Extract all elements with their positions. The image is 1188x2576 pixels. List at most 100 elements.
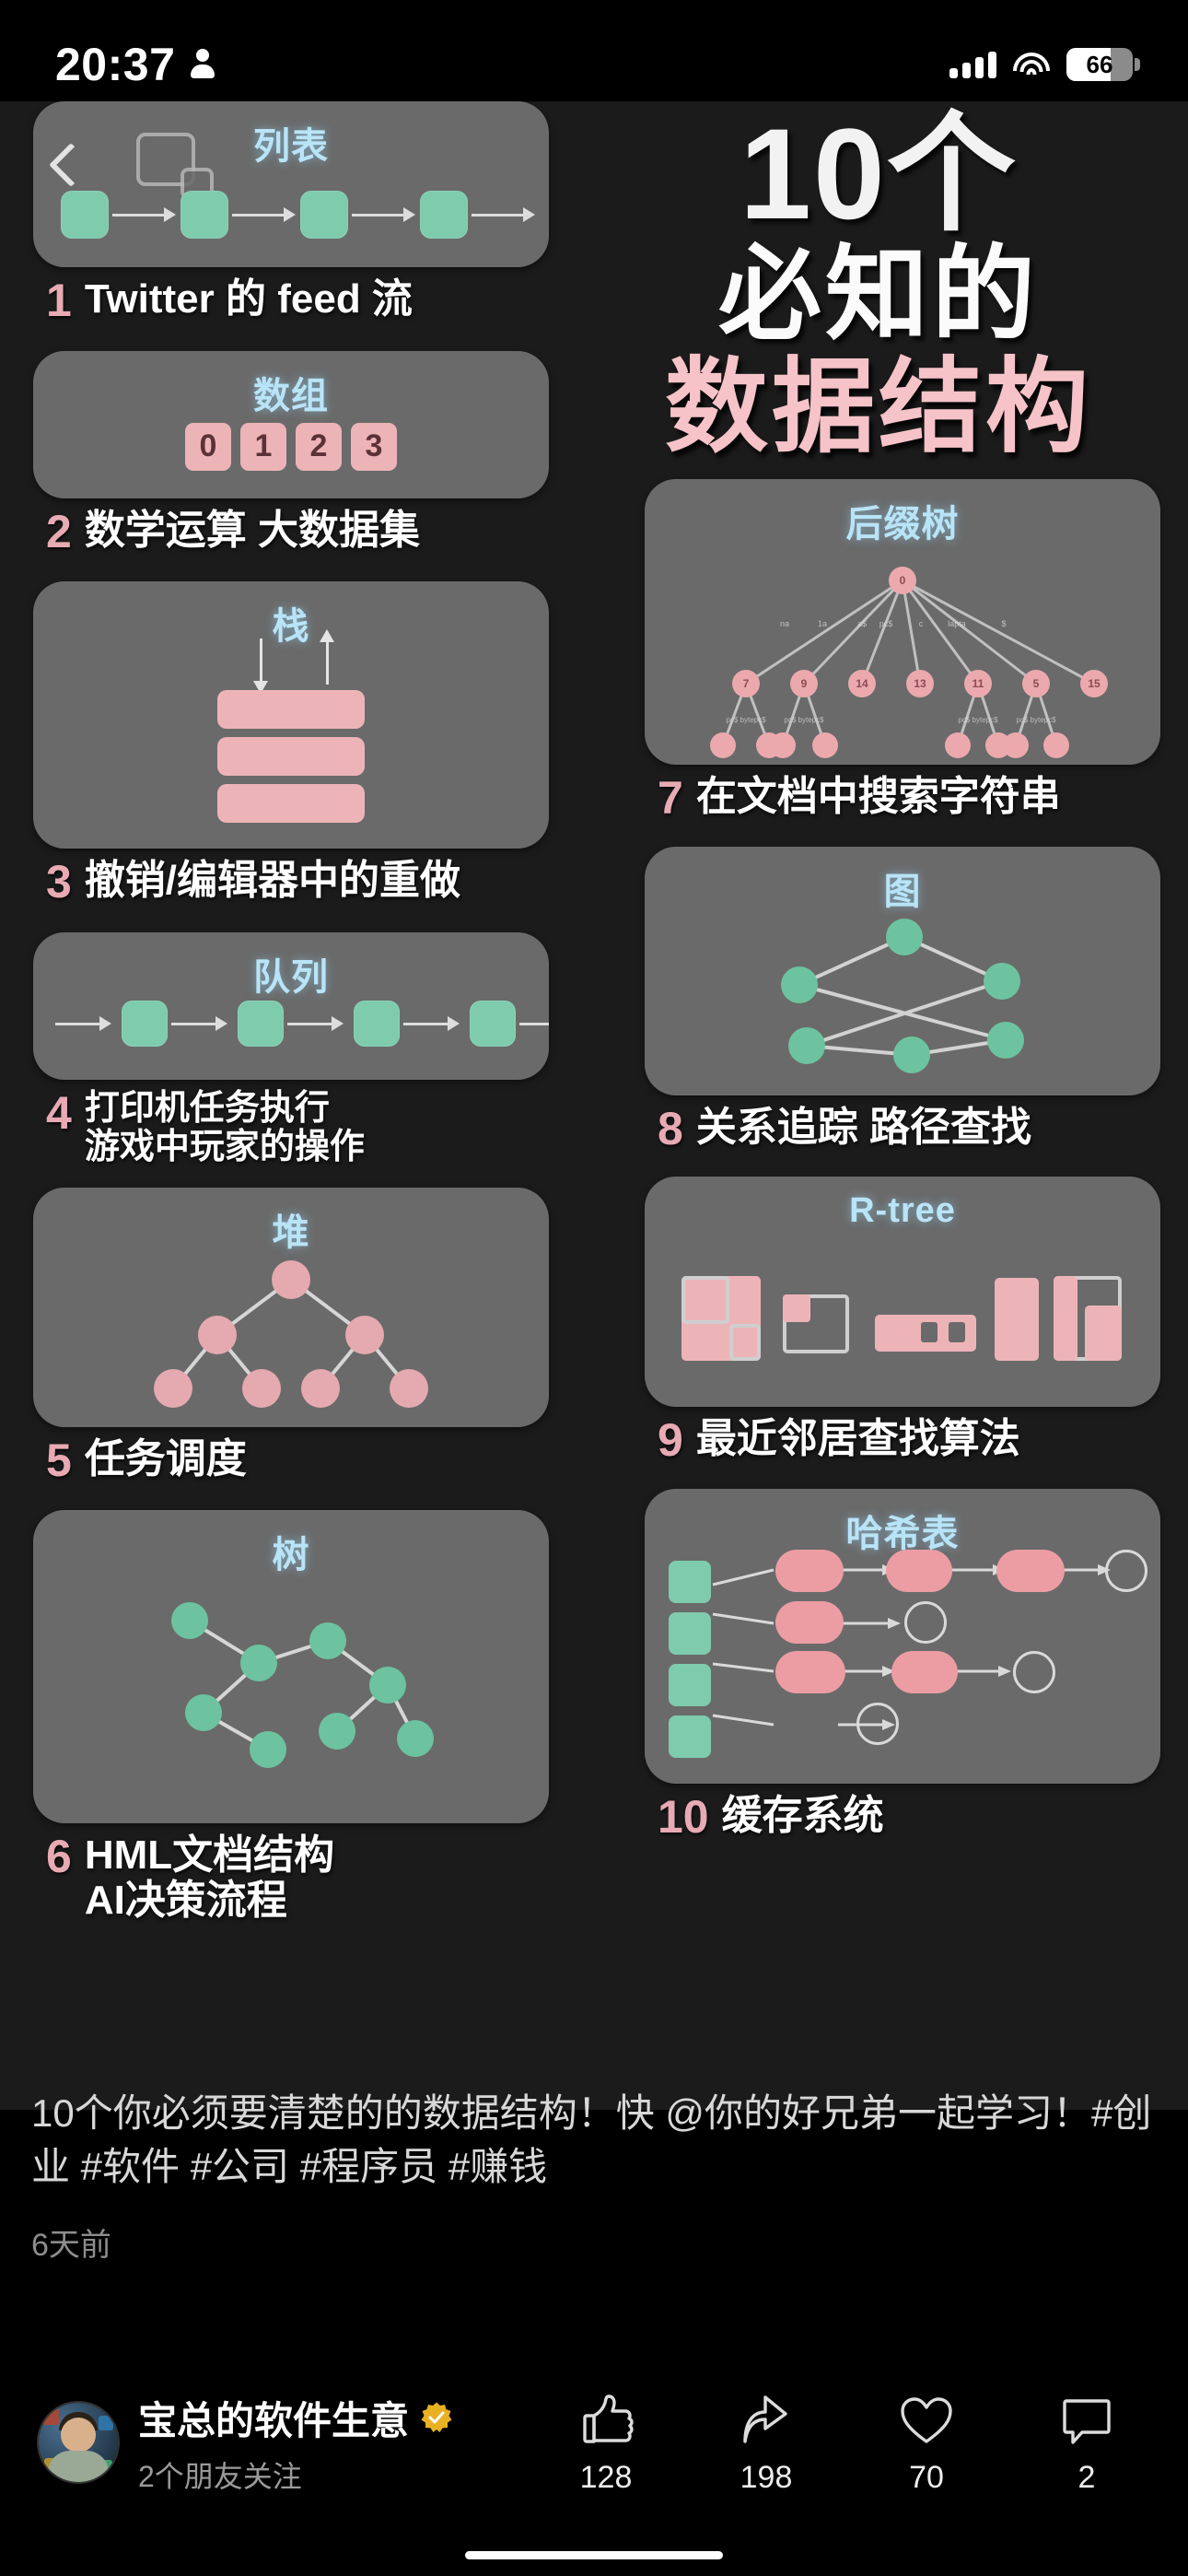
decor-square-icon [136,133,195,186]
card-title: 数组 [253,375,329,416]
card-title: 哈希表 [845,1513,960,1554]
author-name: 宝总的软件生意 [138,2398,410,2442]
share-button[interactable]: 198 [722,2390,810,2496]
card-number: 5 [46,1434,72,1486]
status-bar-clock: 20:37 [55,39,176,90]
card-title: 列表 [253,126,329,167]
cards-column-left: 列表 [33,101,549,1924]
card-title: 栈 [272,606,310,647]
author-info: 宝总的软件生意 2个朋友关注 [138,2390,453,2496]
graph-diagram [781,918,1024,1073]
battery-percent-label: 66 [1086,50,1113,78]
svg-text:1a: 1a [818,619,827,628]
svg-text:pc$ bytepc$: pc$ bytepc$ [1016,716,1056,724]
array-diagram: 0 1 2 3 [185,422,397,471]
status-bar-right: 66 [949,48,1140,81]
status-bar-left: 20:37 [55,38,215,91]
svg-text:$: $ [1001,619,1006,628]
card-suffix-tree[interactable]: 后缀树 [645,479,1160,765]
heart-icon [898,2390,955,2449]
post-caption-text[interactable]: 10个你必须要清楚的的数据结构！快 @你的好兄弟一起学习！#创业 #软件 #公司… [31,2091,1152,2188]
card-number: 7 [658,772,683,824]
battery-icon: 66 [1066,48,1140,81]
card-number: 10 [658,1790,709,1843]
card-number: 2 [46,505,72,557]
card-caption: 7 在文档中搜索字符串 [658,774,1160,823]
post-timestamp: 6天前 [31,2227,111,2263]
card-caption-text: 最近邻居查找算法 [695,1416,1020,1461]
svg-text:pc$ bytepc$: pc$ bytepc$ [958,716,998,724]
heap-diagram [154,1259,428,1408]
thumbs-up-icon [577,2390,635,2449]
card-stack[interactable]: 栈 [33,581,549,849]
svg-text:na: na [780,619,789,628]
home-indicator [465,2551,723,2559]
card-heap[interactable]: 堆 [33,1187,549,1427]
wifi-icon [1013,51,1050,78]
card-caption: 3 撤销/编辑器中的重做 [46,858,549,907]
card-caption-text: 任务调度 [84,1435,247,1481]
card-queue[interactable]: 队列 [33,931,549,1080]
verified-badge-icon [420,2401,453,2434]
svg-text:c: c [919,619,924,628]
card-title: 队列 [253,956,329,998]
array-cell: 2 [296,422,342,471]
person-icon [190,49,215,80]
svg-text:11: 11 [973,677,984,690]
svg-text:7: 7 [743,677,750,690]
card-caption: 8 关系追踪 路径查找 [658,1102,1160,1154]
post-caption-area: 10个你必须要清楚的的数据结构！快 @你的好兄弟一起学习！#创业 #软件 #公司… [0,2087,1188,2265]
svg-text:pc$: pc$ [879,619,893,628]
card-title: 图 [883,871,922,912]
queue-diagram [55,999,549,1054]
card-number: 3 [46,856,72,907]
author-subtitle: 2个朋友关注 [138,2459,302,2493]
card-number: 9 [658,1414,683,1466]
comment-count: 2 [1077,2459,1096,2495]
share-arrow-icon [738,2390,795,2449]
card-number: 6 [46,1831,72,1883]
list-diagram [61,189,535,244]
card-title: 树 [272,1535,310,1576]
tree-diagram [171,1602,434,1769]
card-tree[interactable]: 树 [33,1510,549,1824]
card-number: 8 [658,1102,683,1154]
card-caption: 10 缓存系统 [658,1790,1160,1843]
author-block[interactable]: 宝总的软件生意 2个朋友关注 [39,2390,562,2496]
card-caption-text: 在文档中搜索字符串 [695,774,1061,819]
card-caption: 5 任务调度 [46,1436,549,1485]
share-count: 198 [740,2459,793,2495]
svg-text:13: 13 [914,677,926,690]
array-cell: 3 [351,422,397,471]
svg-text:9: 9 [801,677,808,690]
card-caption-text: 撤销/编辑器中的重做 [84,858,461,903]
card-rtree[interactable]: R-tree [645,1177,1160,1407]
card-caption: 2 数学运算 大数据集 [46,505,549,557]
favorite-button[interactable]: 70 [882,2390,971,2496]
post-media[interactable]: 10个 必知的 数据结构 列表 [0,101,1188,2110]
card-caption-text: 关系追踪 路径查找 [695,1104,1032,1150]
card-title: R-tree [849,1191,956,1230]
engagement-actions: 128 198 70 [562,2390,1149,2496]
like-button[interactable]: 128 [562,2390,650,2496]
card-caption: 4 打印机任务执行 游戏中玩家的操作 [46,1086,549,1167]
card-list[interactable]: 列表 [33,101,549,267]
card-title: 后缀树 [845,504,960,544]
svg-text:lapta: lapta [948,619,966,628]
card-number: 1 [46,275,72,326]
card-graph[interactable]: 图 [645,846,1160,1095]
card-title: 堆 [272,1212,310,1253]
comment-button[interactable]: 2 [1042,2390,1131,2496]
favorite-count: 70 [909,2459,944,2495]
card-hash-table[interactable]: 哈希表 [645,1488,1160,1784]
card-array[interactable]: 数组 0 1 2 3 [33,350,549,498]
card-caption: 1 Twitter 的 feed 流 [46,276,549,325]
card-number: 4 [46,1086,72,1139]
signal-bars-icon [949,51,996,78]
array-cell: 1 [240,422,286,471]
avatar[interactable] [39,2403,118,2482]
bottom-action-bar: 宝总的软件生意 2个朋友关注 [0,2309,1188,2576]
author-name-row: 宝总的软件生意 [138,2390,453,2446]
